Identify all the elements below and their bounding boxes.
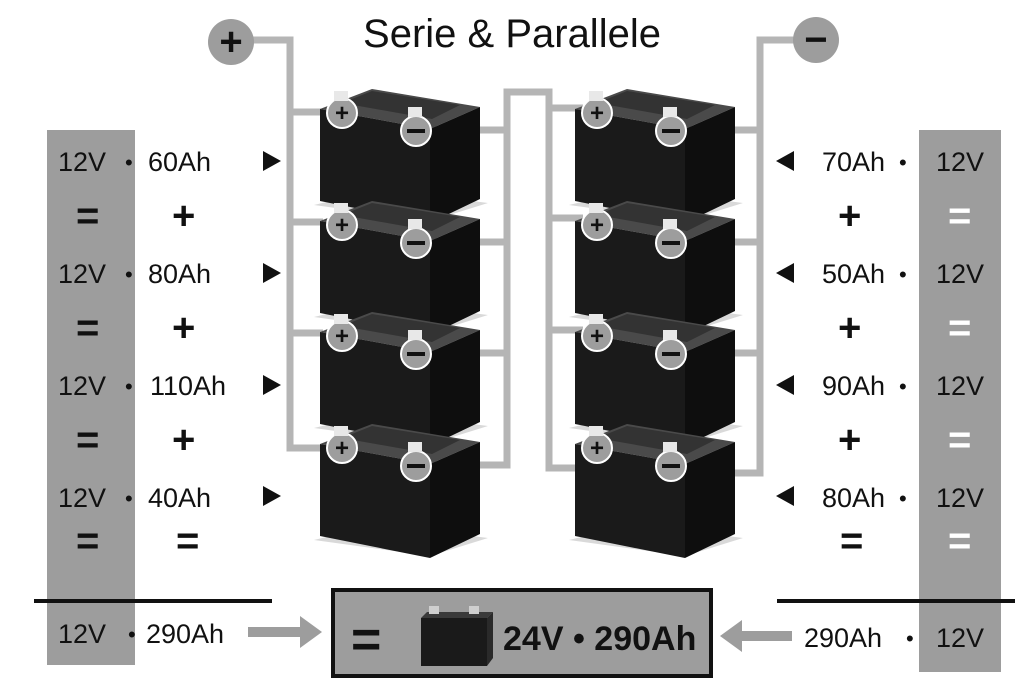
left-total-bullet: • <box>128 622 136 647</box>
right-equals-sign: = <box>948 519 972 563</box>
right-voltage-label: 12V <box>936 371 985 401</box>
left-arrow-icon <box>263 263 281 283</box>
right-bullet: • <box>899 486 907 511</box>
right-arrow-icon <box>776 486 794 506</box>
left-bullet: • <box>125 262 133 287</box>
left-voltage-label: 12V <box>58 483 107 513</box>
result-label: 24V • 290Ah <box>503 620 697 658</box>
right-total-shaft <box>738 631 792 641</box>
right-bullet: • <box>899 374 907 399</box>
right-total-arrow-icon <box>720 620 742 652</box>
right-arrow-icon <box>776 151 794 171</box>
right-total-bullet: • <box>906 626 914 651</box>
left-equals-sign: = <box>176 519 200 563</box>
negative-terminal-icon: − <box>793 17 839 63</box>
left-total-capacity-label: 290Ah <box>146 619 225 649</box>
svg-text:+: + <box>590 435 604 462</box>
left-voltage-label: 12V <box>58 371 107 401</box>
left-capacity-label: 60Ah <box>148 147 212 177</box>
right-voltage-panel <box>919 130 1001 672</box>
left-bullet: • <box>125 486 133 511</box>
right-capacity-label: 70Ah <box>822 147 886 177</box>
left-total-arrow-icon <box>300 616 322 648</box>
left-arrow-icon <box>263 375 281 395</box>
right-arrow-icon <box>776 375 794 395</box>
left-total-voltage-label: 12V <box>58 619 107 649</box>
positive-terminal-icon: + <box>208 19 254 65</box>
battery-icon: + <box>569 89 743 223</box>
left-capacity-label: 40Ah <box>148 483 212 513</box>
right-equals-sign: = <box>948 306 972 350</box>
svg-text:+: + <box>335 435 349 462</box>
right-plus-sign: + <box>838 418 862 462</box>
page-title: Serie & Parallele <box>363 12 661 56</box>
right-equals-sign: = <box>948 418 972 462</box>
left-voltage-label: 12V <box>58 259 107 289</box>
svg-text:+: + <box>335 212 349 239</box>
battery-icon: + <box>314 89 488 223</box>
left-voltage-label: 12V <box>58 147 107 177</box>
left-total-divider <box>34 599 272 603</box>
left-capacity-label: 80Ah <box>148 259 212 289</box>
left-equals-sign: = <box>76 306 100 350</box>
series-link-wire <box>421 88 583 472</box>
right-total-voltage-label: 12V <box>936 623 985 653</box>
right-capacity-label: 50Ah <box>822 259 886 289</box>
svg-text:+: + <box>590 323 604 350</box>
left-equals-sign: = <box>76 519 100 563</box>
left-arrow-icon <box>263 486 281 506</box>
right-bullet: • <box>899 262 907 287</box>
left-plus-sign: + <box>172 306 196 350</box>
battery-icon: + <box>314 312 488 446</box>
right-plus-sign: + <box>838 306 862 350</box>
left-plus-sign: + <box>172 418 196 462</box>
left-equals-sign: = <box>76 194 100 238</box>
battery-icon: + <box>314 424 488 558</box>
left-equals-sign: = <box>76 418 100 462</box>
right-capacity-label: 90Ah <box>822 371 886 401</box>
right-voltage-label: 12V <box>936 483 985 513</box>
right-arrow-icon <box>776 263 794 283</box>
right-bullet: • <box>899 150 907 175</box>
result-equals-sign: = <box>351 611 382 669</box>
right-voltage-label: 12V <box>936 259 985 289</box>
svg-text:+: + <box>335 323 349 350</box>
svg-text:+: + <box>335 100 349 127</box>
svg-text:+: + <box>590 100 604 127</box>
positive-rail-wire <box>232 36 323 452</box>
result-box: = 24V • 290Ah <box>331 588 713 678</box>
left-arrow-icon <box>263 151 281 171</box>
right-plus-sign: + <box>838 194 862 238</box>
battery-icon: + <box>569 201 743 335</box>
right-total-capacity-label: 290Ah <box>804 623 883 653</box>
left-capacity-label: 110Ah <box>150 371 227 401</box>
right-capacity-label: 80Ah <box>822 483 886 513</box>
right-total-divider <box>777 599 1015 603</box>
left-voltage-panel <box>47 130 135 665</box>
left-plus-sign: + <box>172 194 196 238</box>
svg-text:+: + <box>590 212 604 239</box>
battery-icon <box>421 606 493 666</box>
left-total-shaft <box>248 627 304 637</box>
left-bullet: • <box>125 374 133 399</box>
right-equals-sign: = <box>840 519 864 563</box>
left-bullet: • <box>125 150 133 175</box>
right-equals-sign: = <box>948 194 972 238</box>
right-voltage-label: 12V <box>936 147 985 177</box>
battery-icon: + <box>569 424 743 558</box>
battery-icon: + <box>569 312 743 446</box>
